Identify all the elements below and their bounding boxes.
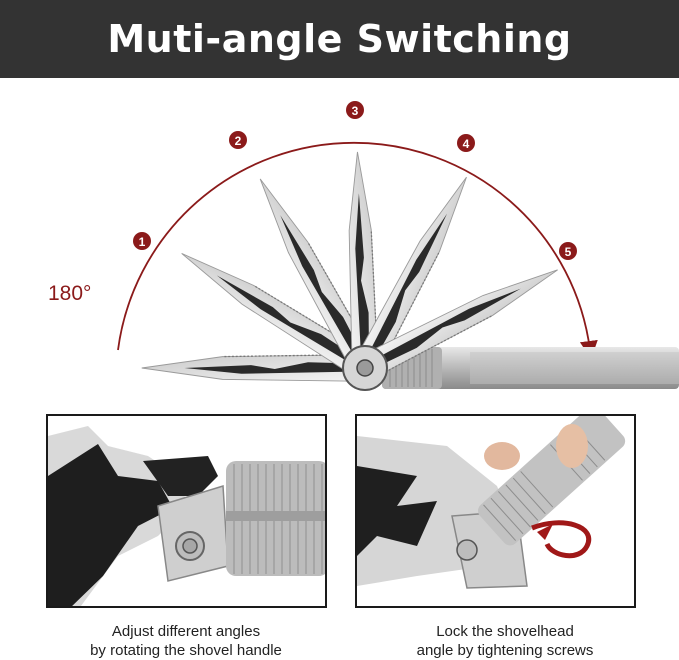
position-marker-2: 2 <box>229 131 247 149</box>
svg-text:3: 3 <box>352 104 359 118</box>
svg-text:2: 2 <box>235 134 242 148</box>
svg-text:4: 4 <box>463 137 470 151</box>
title-banner: Muti-angle Switching <box>0 0 679 78</box>
caption-lock: Lock the shovelhead angle by tightening … <box>355 622 655 660</box>
caption-lock-line1: Lock the shovelhead <box>436 623 574 640</box>
rotate-handle-closeup <box>48 416 325 606</box>
angle-label: 180° <box>48 282 92 305</box>
lock-screw-closeup <box>357 416 634 606</box>
detail-panel-lock <box>355 414 636 608</box>
caption-rotate-line1: Adjust different angles <box>111 623 261 640</box>
caption-rotate-line2: by rotating the shovel handle <box>90 642 282 659</box>
position-marker-4: 4 <box>457 134 475 152</box>
svg-text:1: 1 <box>139 235 146 249</box>
svg-text:5: 5 <box>565 245 572 259</box>
page-title: Muti-angle Switching <box>107 17 572 61</box>
caption-rotate: Adjust different angles by rotating the … <box>36 622 336 660</box>
position-marker-3: 3 <box>346 101 364 119</box>
shovel-handle <box>382 347 679 389</box>
angle-diagram: 1 2 3 4 5 <box>117 101 679 391</box>
position-marker-5: 5 <box>559 242 577 260</box>
angle-arc <box>117 141 598 359</box>
position-marker-1: 1 <box>133 232 151 250</box>
detail-panel-rotate <box>46 414 327 608</box>
caption-lock-line2: angle by tightening screws <box>416 642 594 659</box>
